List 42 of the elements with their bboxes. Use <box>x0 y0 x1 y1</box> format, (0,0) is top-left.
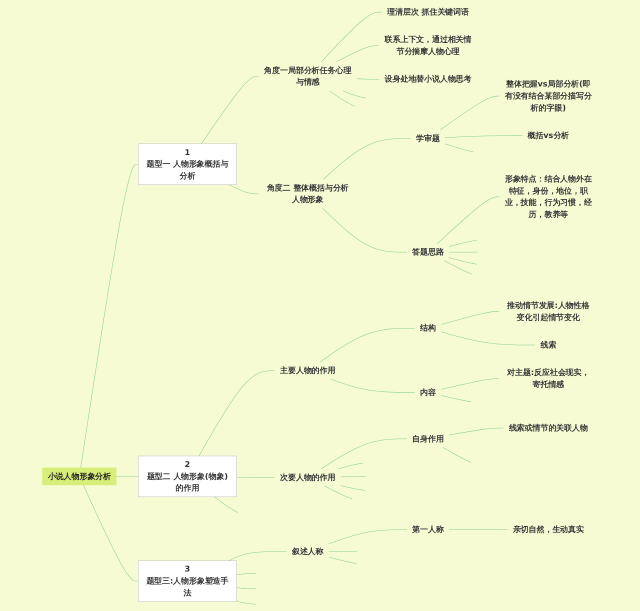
branch-line <box>236 573 257 575</box>
branch-line <box>214 496 238 513</box>
branch-line <box>236 476 276 478</box>
branch-line <box>83 484 138 582</box>
branch-line <box>228 551 287 561</box>
branch-line <box>442 447 472 463</box>
branch-line <box>356 78 380 80</box>
branch-line <box>236 600 256 604</box>
branch-line <box>448 257 478 264</box>
branch-line <box>440 332 536 346</box>
branch-line <box>328 556 357 564</box>
branch-line <box>437 196 500 244</box>
branch-line <box>320 328 416 362</box>
branch-line <box>236 587 257 590</box>
branch-line <box>324 486 353 500</box>
branch-line <box>228 184 259 194</box>
branch-line <box>440 395 472 402</box>
branch-line <box>328 90 355 107</box>
branch-line <box>342 90 366 98</box>
branch-line <box>340 476 366 478</box>
branch-line <box>338 462 364 470</box>
branch-line <box>336 45 380 62</box>
branch-line <box>198 370 276 456</box>
branch-line <box>331 379 416 393</box>
branch-line <box>323 138 412 180</box>
branch-line <box>444 144 474 152</box>
branch-line <box>320 438 408 470</box>
branch-line <box>440 311 500 325</box>
branch-line <box>201 76 259 144</box>
branch-line <box>448 428 504 436</box>
branch-line <box>321 12 382 62</box>
branch-line <box>440 378 500 390</box>
branch-line <box>440 96 500 130</box>
branch-line <box>328 551 358 552</box>
branch-line <box>444 260 472 274</box>
branch-line <box>328 530 408 544</box>
branch-line <box>444 135 523 138</box>
branch-line <box>80 164 138 468</box>
branch-line <box>322 208 408 252</box>
branch-line <box>340 485 366 491</box>
branch-line <box>448 240 478 247</box>
branch-line <box>116 476 138 477</box>
